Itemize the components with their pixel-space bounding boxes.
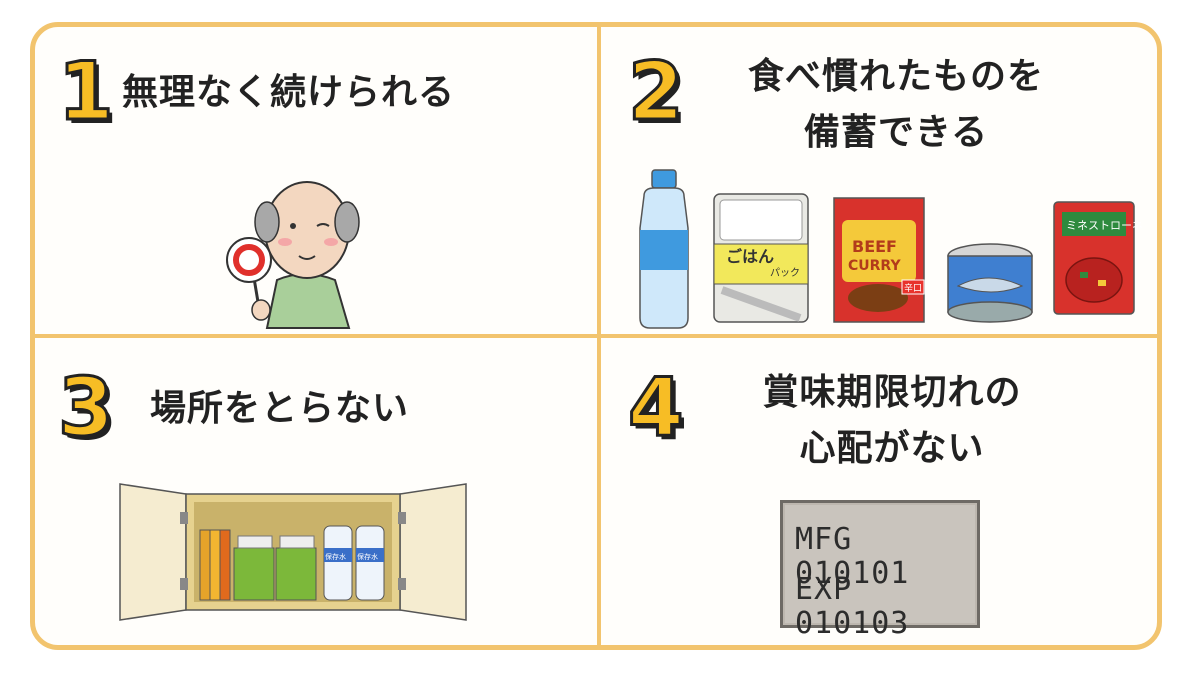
panel-1-number: 1 <box>57 45 116 138</box>
elderly-man-illustration <box>226 181 360 329</box>
panel-2-number: 2 <box>627 45 686 138</box>
curry-label-1: BEEF <box>852 237 897 256</box>
panel-3-number: 3 <box>57 361 116 454</box>
panel-2-title-line1: 食べ慣れたものを <box>747 56 1044 97</box>
horizontal-divider <box>30 334 1162 338</box>
curry-hot-label: 辛口 <box>904 282 922 294</box>
bottle-label-right: 保存水 <box>357 552 378 561</box>
mfg-date: MFG 010101 <box>795 522 910 591</box>
curry-label-2: CURRY <box>848 258 901 274</box>
rice-pack-icon: ごはん パック <box>713 193 809 323</box>
water-bottle-icon <box>639 169 689 329</box>
exp-date: EXP 010103 <box>795 572 910 641</box>
canned-fish-icon <box>947 243 1033 323</box>
soup-pouch-icon: ミネストローネ <box>1053 201 1143 315</box>
soup-label: ミネストローネ <box>1066 219 1143 232</box>
panel-3-title: 場所をとらない <box>150 388 410 429</box>
curry-box-icon: BEEF CURRY 辛口 <box>833 197 925 323</box>
panel-4-number: 4 <box>627 361 686 454</box>
food-items-illustration: ごはん パック BEEF CURRY 辛口 ミネストローネ <box>639 169 1143 329</box>
panel-4-title-line2: 心配がない <box>799 428 985 469</box>
rice-pack-sub: パック <box>770 267 800 279</box>
panel-1-title: 無理なく続けられる <box>122 72 456 113</box>
panel-2-title-line2: 備蓄できる <box>803 112 989 153</box>
bottle-label-left: 保存水 <box>325 552 346 561</box>
storage-cabinet-illustration: 保存水 保存水 <box>119 483 467 621</box>
rice-pack-label: ごはん <box>726 247 774 266</box>
panel-4-title-line1: 賞味期限切れの <box>762 372 1022 413</box>
date-stamp-plate: MFG 010101 EXP 010103 <box>780 500 980 641</box>
